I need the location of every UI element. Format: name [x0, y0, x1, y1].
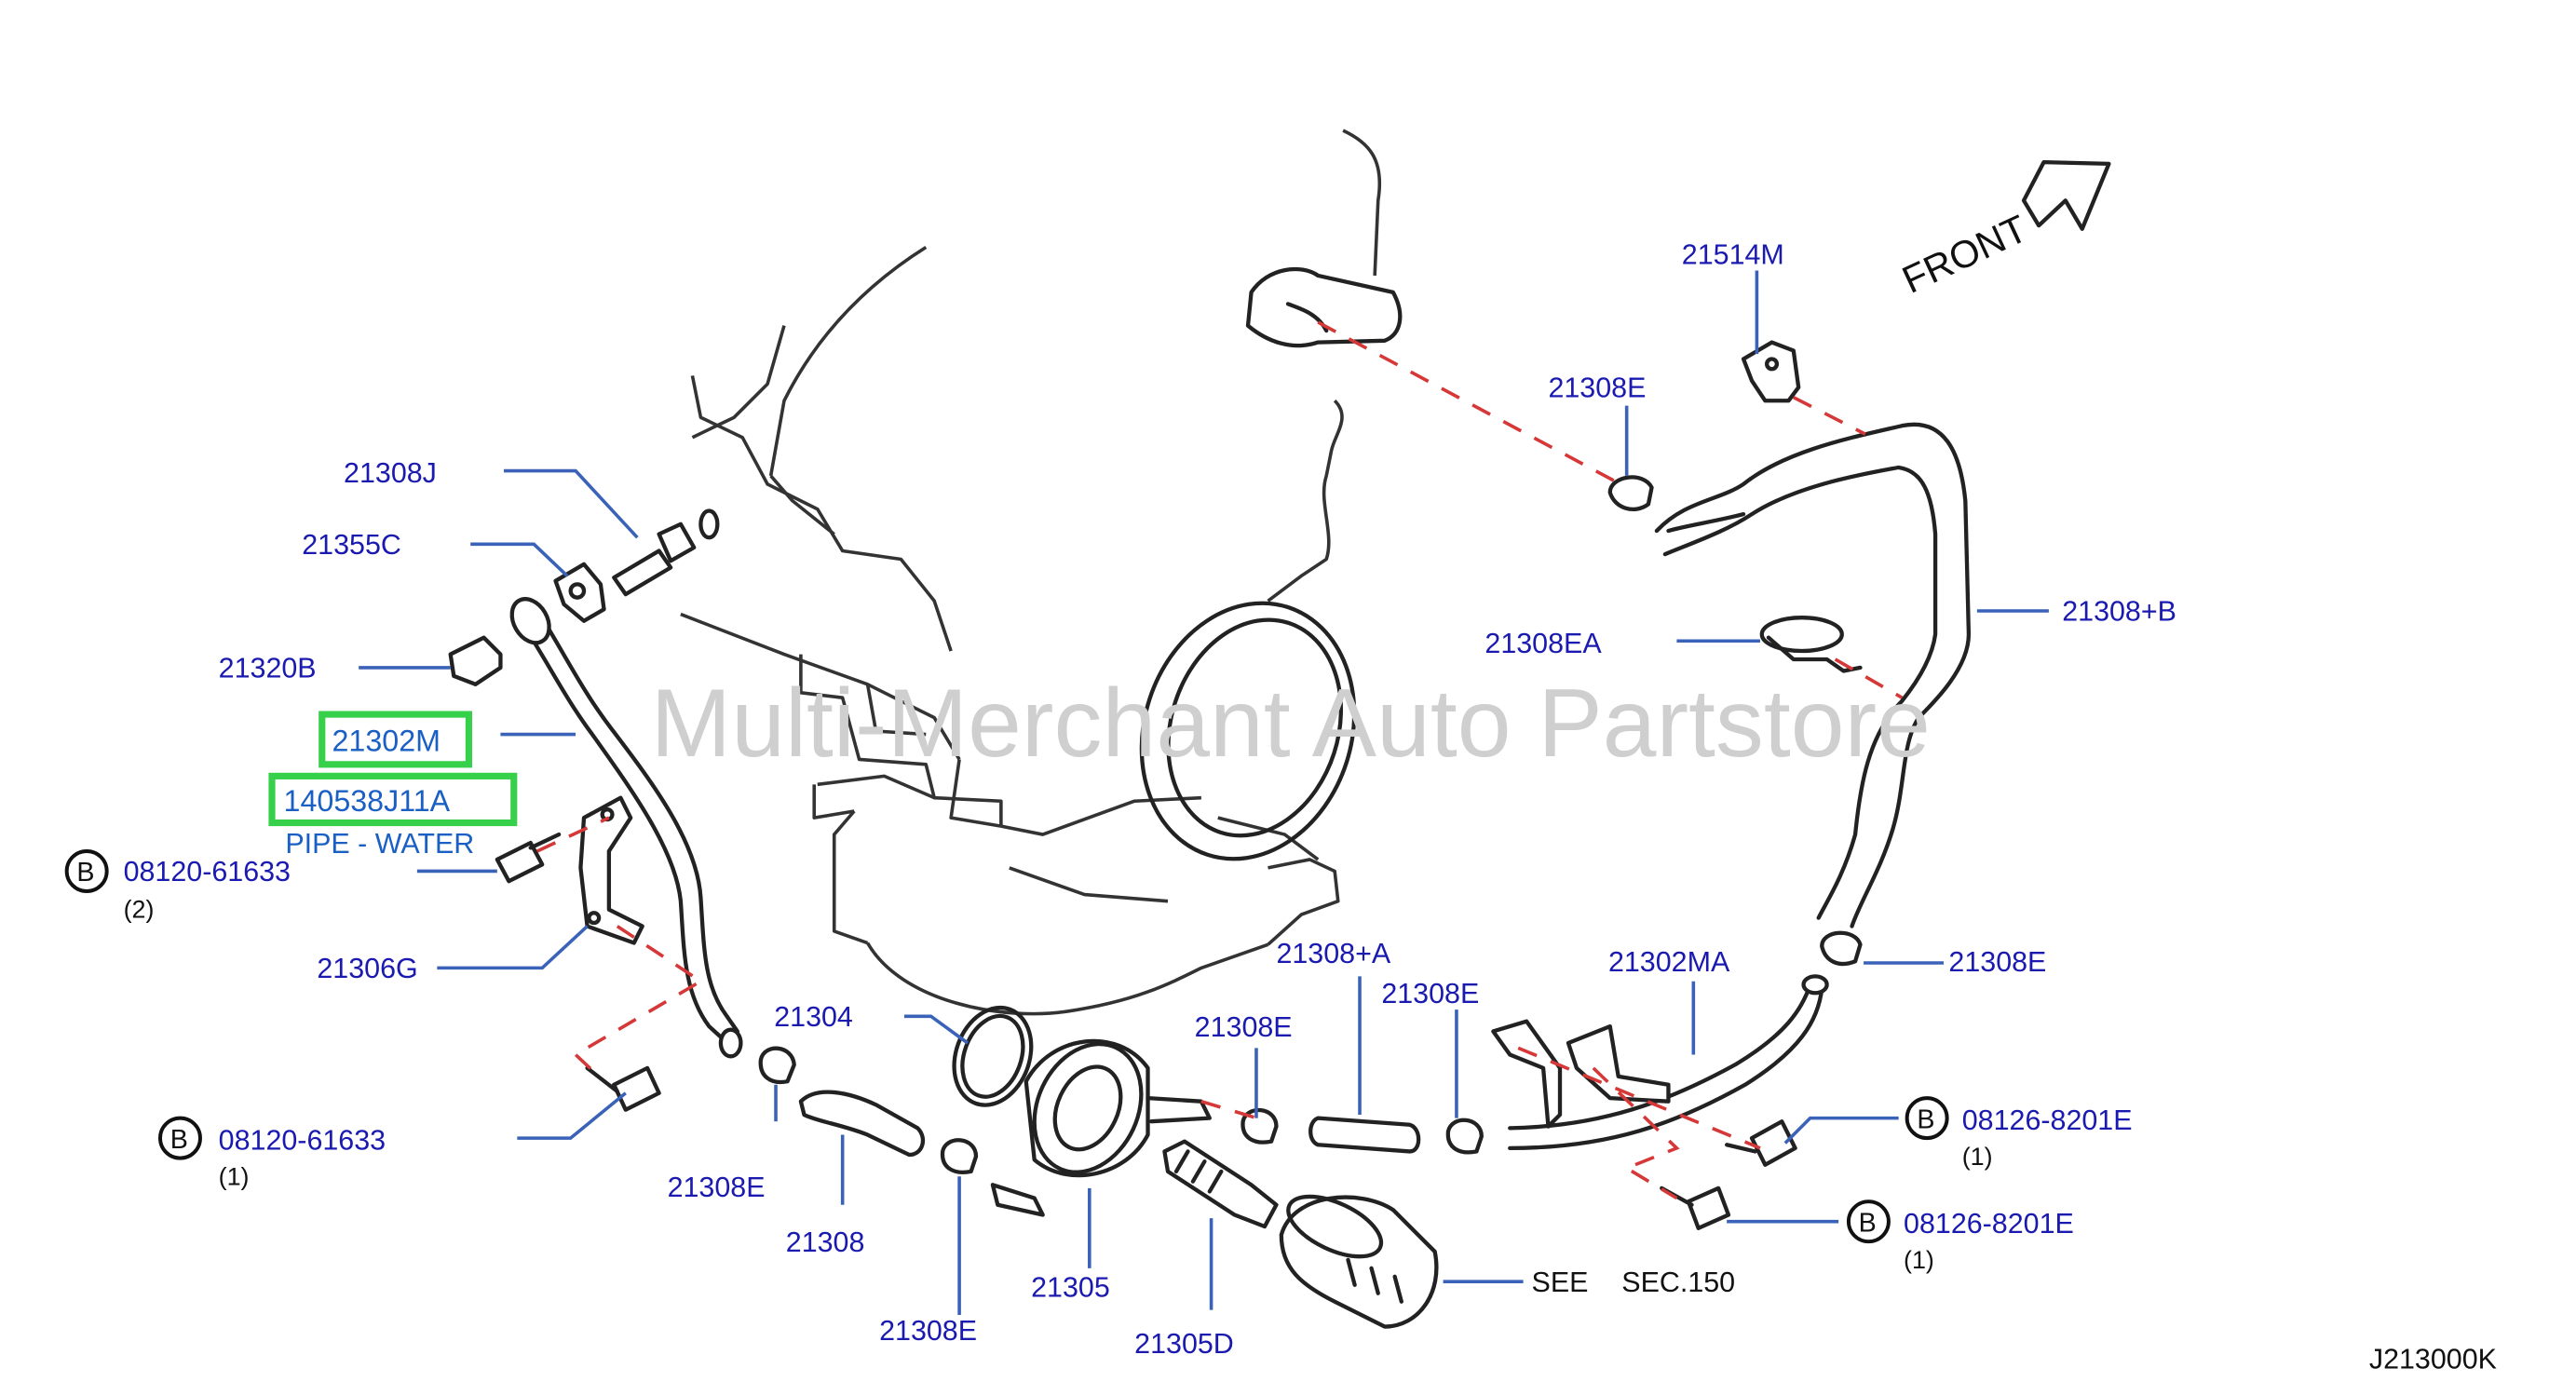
water-pipe-21302m	[509, 597, 743, 1059]
label-21308e-lower[interactable]: 21308E	[879, 1315, 977, 1347]
pipe-21302ma	[1491, 974, 1829, 1151]
highlight-box-21302m	[319, 711, 472, 768]
label-21308j[interactable]: 21308J	[344, 457, 437, 489]
label-bolt-4-code[interactable]: 08126-8201E	[1904, 1208, 2074, 1240]
clamp-21308e-lower	[941, 1138, 979, 1174]
fitting-21308j	[612, 508, 720, 597]
label-21308e-a[interactable]: 21308E	[1381, 978, 1479, 1009]
label-bolt-1-code[interactable]: 08120-61633	[124, 856, 291, 887]
oring-21304	[952, 1005, 1034, 1107]
label-21308b[interactable]: 21308+B	[2062, 596, 2176, 628]
upper-hose-end	[1245, 266, 1403, 348]
front-arrow-icon	[2021, 159, 2111, 231]
label-21355c[interactable]: 21355C	[302, 529, 401, 561]
hose-21308	[798, 1090, 926, 1158]
highlight-box-140538j11a	[268, 772, 518, 827]
bolt-marker-b3: B	[1905, 1096, 1949, 1141]
label-21306g[interactable]: 21306G	[317, 953, 417, 984]
oil-cooler-21305	[990, 1038, 1212, 1217]
bolt-marker-b4: B	[1846, 1199, 1891, 1244]
hose-21308a	[1308, 1116, 1421, 1154]
bracket-21306g	[578, 795, 644, 945]
diagram-code: J213000K	[2369, 1343, 2497, 1375]
hose-upper-small	[1666, 511, 1746, 534]
label-21302ma[interactable]: 21302MA	[1608, 946, 1730, 978]
label-pipe-water: PIPE - WATER	[285, 828, 474, 860]
label-21320b[interactable]: 21320B	[219, 653, 317, 684]
label-21514m[interactable]: 21514M	[1682, 238, 1784, 270]
bolt-right-1	[1725, 1119, 1797, 1167]
connector-21305d	[1162, 1139, 1279, 1229]
clamp-21308e-a	[1445, 1118, 1484, 1155]
oil-filter	[1279, 1194, 1439, 1329]
label-bolt-4-qty: (1)	[1904, 1246, 1934, 1274]
bolt-marker-b3-letter: B	[1917, 1104, 1934, 1134]
label-140538j11a[interactable]: 140538J11A	[284, 784, 451, 818]
label-21308e-mid[interactable]: 21308E	[1195, 1011, 1293, 1043]
bolt-lower-left	[585, 1065, 661, 1112]
label-bolt-3-code[interactable]: 08126-8201E	[1962, 1104, 2133, 1136]
label-bolt-3-qty: (1)	[1962, 1143, 1993, 1171]
watermark: Multi-Merchant Auto Partstore	[651, 670, 1931, 778]
label-21308a[interactable]: 21308+A	[1276, 938, 1390, 969]
label-21304[interactable]: 21304	[774, 1001, 853, 1033]
label-21308ea[interactable]: 21308EA	[1485, 628, 1602, 659]
clamp-21308e-left	[758, 1046, 796, 1085]
bracket-21514m	[1741, 340, 1801, 403]
bolt-marker-b1-letter: B	[76, 858, 94, 887]
label-21305d[interactable]: 21305D	[1134, 1328, 1234, 1360]
leader-lines	[359, 270, 2049, 1316]
bolt-upper-left	[495, 832, 562, 884]
label-bolt-1-qty: (2)	[124, 896, 155, 924]
engine-round-opening	[1139, 601, 1357, 861]
bolt-marker-b4-letter: B	[1859, 1208, 1877, 1238]
clamp-21308e-upper	[1607, 475, 1654, 511]
bolt-marker-b1: B	[64, 849, 109, 893]
front-label: FRONT	[1896, 207, 2034, 302]
label-21308e-right[interactable]: 21308E	[1948, 946, 2046, 978]
engine-block-outline	[680, 129, 1382, 1016]
label-see: SEE	[1532, 1267, 1589, 1298]
label-sec-150[interactable]: SEC.150	[1621, 1267, 1735, 1298]
label-21308e-upper[interactable]: 21308E	[1548, 373, 1646, 404]
bolt-marker-b2: B	[158, 1116, 202, 1160]
label-bolt-2-code[interactable]: 08120-61633	[219, 1125, 386, 1157]
clamp-21308ea	[1759, 616, 1863, 673]
label-21302m[interactable]: 21302M	[332, 724, 440, 757]
label-21305[interactable]: 21305	[1031, 1271, 1110, 1303]
label-21308e-left[interactable]: 21308E	[668, 1172, 766, 1203]
cap-21320b	[448, 635, 503, 686]
alignment-lines	[536, 320, 1904, 1200]
label-21308[interactable]: 21308	[786, 1226, 865, 1258]
hose-21308b	[1654, 422, 1972, 928]
clamp-21308e-right	[1820, 930, 1863, 967]
label-bolt-2-qty: (1)	[219, 1162, 250, 1190]
bolt-marker-b2-letter: B	[170, 1125, 188, 1155]
bracket-21355c	[553, 562, 606, 623]
